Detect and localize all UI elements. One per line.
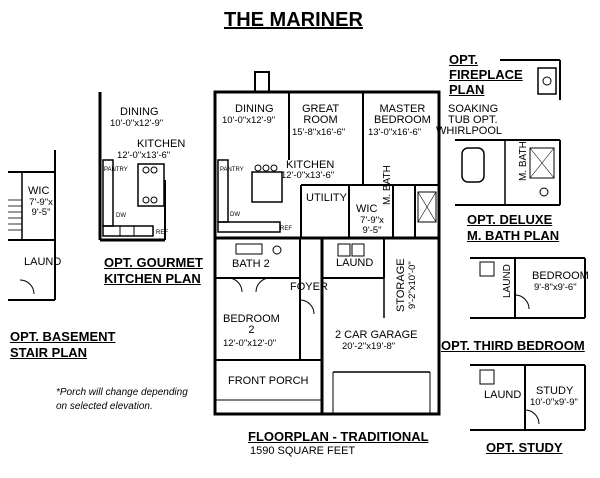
main-laund-label: LAUND (336, 257, 374, 269)
great-room-name-2: ROOM (303, 114, 338, 126)
main-wic-label: WIC (356, 203, 378, 215)
bedroom2-name-2: 2 (248, 324, 255, 336)
study-label: STUDY (536, 385, 574, 397)
great-room-dims: 15'-8"x16'-6" (292, 127, 346, 138)
study-caption: OPT. STUDY (486, 440, 563, 455)
fireplace-caption-2: FIREPLACE (449, 67, 523, 82)
gourmet-dw-label: DW (116, 213, 126, 219)
great-room-name: GREAT (302, 103, 340, 115)
plan-title: THE MARINER (224, 9, 363, 31)
main-plan-caption: FLOORPLAN - TRADITIONAL (248, 429, 429, 444)
main-floorplan-walls (213, 71, 441, 416)
gourmet-ref-label: REF (156, 230, 168, 236)
fireplace-caption-3: PLAN (449, 82, 485, 97)
soaking-note-1: SOAKING (448, 103, 499, 115)
fireplace-caption-1: OPT. (449, 52, 478, 67)
gourmet-kitchen-dims: 12'-0"x13'-6" (117, 150, 171, 161)
master-bedroom-name-2: BEDROOM (374, 114, 431, 126)
gourmet-caption-1: OPT. GOURMET (104, 255, 203, 270)
porch-note-line1: *Porch will change depending (56, 387, 188, 398)
utility-label: UTILITY (306, 192, 347, 204)
storage-dims: 9'-2"x10'-0" (407, 261, 418, 310)
gourmet-kitchen-walls (98, 92, 166, 242)
main-dw-label: DW (230, 212, 240, 218)
garage-dims: 20'-2"x19'-8" (342, 341, 396, 352)
deluxe-bath-walls (455, 139, 561, 206)
bedroom2-label: BEDROOM 2 (223, 314, 280, 336)
gourmet-dining-dims: 10'-0"x12'-9" (110, 118, 164, 129)
storage-label: STORAGE 9'-2"x10'-0" (395, 258, 418, 312)
deluxe-mbath-label: M. BATH (518, 141, 529, 181)
gourmet-kitchen-label: KITCHEN (137, 138, 186, 150)
soaking-note-3: WHIRLPOOL (436, 125, 503, 137)
main-wic-dims: 7'-9"x 9'-5" (360, 215, 384, 236)
basement-laund-label: LAUND (24, 256, 62, 268)
master-bedroom-dims: 13'-0"x16'-6" (368, 127, 422, 138)
garage-label: 2 CAR GARAGE (335, 329, 418, 341)
great-room-label: GREAT ROOM (302, 104, 339, 126)
fireplace-walls (500, 59, 561, 100)
basement-stair-walls (8, 150, 56, 301)
main-dining-label: DINING (235, 103, 274, 115)
third-bedroom-laund: LAUND (502, 264, 513, 298)
basement-wic-label: WIC (28, 185, 50, 197)
master-bedroom-name: MASTER (379, 103, 426, 115)
basement-caption-1: OPT. BASEMENT (10, 329, 116, 344)
third-bedroom-dims: 9'-8"x9'-6" (534, 282, 577, 293)
basement-caption-2: STAIR PLAN (10, 345, 88, 360)
main-plan-sqft: 1590 SQUARE FEET (250, 445, 356, 457)
deluxe-caption-1: OPT. DELUXE (467, 212, 553, 227)
foyer-label: FOYER (290, 281, 328, 293)
storage-name: STORAGE (395, 258, 407, 312)
basement-wic-dims: 7'-9"x 9'-5" (29, 197, 53, 218)
porch-note-line2: on selected elevation. (56, 401, 153, 412)
main-pantry-label: PANTRY (220, 167, 244, 173)
main-kitchen-dims: 12'-0"x13'-6" (281, 170, 335, 181)
deluxe-caption-2: M. BATH PLAN (467, 228, 560, 243)
gourmet-caption-2: KITCHEN PLAN (104, 271, 201, 286)
third-bedroom-walls (470, 257, 586, 319)
main-dining-dims: 10'-0"x12'-9" (222, 115, 276, 126)
study-laund: LAUND (484, 389, 522, 401)
front-porch-label: FRONT PORCH (228, 375, 309, 387)
gourmet-dining-label: DINING (120, 106, 159, 118)
main-mbath-label: M. BATH (382, 165, 393, 205)
bedroom2-dims: 12'-0"x12'-0" (223, 338, 277, 349)
main-kitchen-label: KITCHEN (286, 159, 335, 171)
master-bedroom-label: MASTER BEDROOM (374, 104, 431, 126)
third-bedroom-label: BEDROOM (532, 270, 589, 282)
main-ref-label: REF (280, 226, 292, 232)
bedroom2-name: BEDROOM (223, 313, 280, 325)
study-walls (470, 364, 586, 431)
soaking-note-2: TUB OPT. (448, 114, 498, 126)
gourmet-pantry-label: PANTRY (104, 167, 128, 173)
bath2-label: BATH 2 (232, 258, 270, 270)
third-bedroom-caption: OPT. THIRD BEDROOM (441, 338, 585, 353)
study-dims: 10'-0"x9'-9" (530, 397, 578, 408)
